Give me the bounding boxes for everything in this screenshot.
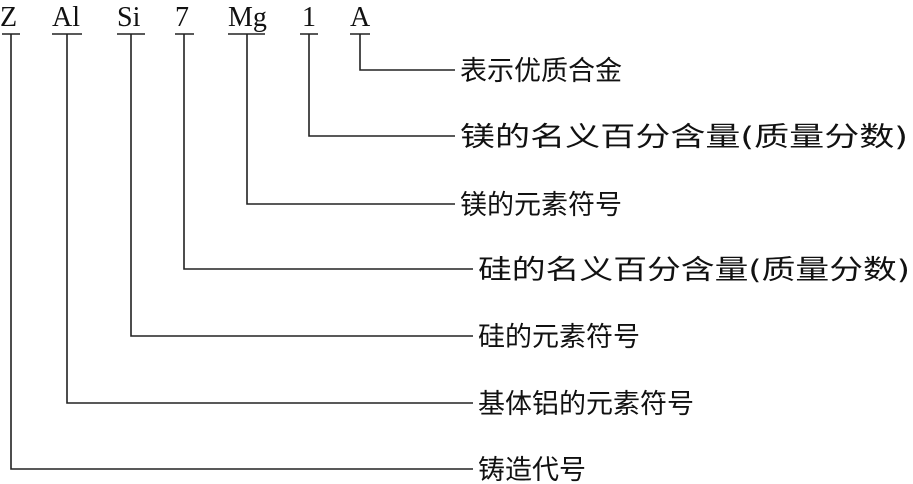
label-si-content: 硅的名义百分含量(质量分数) [478,255,910,286]
leader-7 [183,34,473,270]
leader-1 [308,34,455,137]
leader-al [66,34,473,404]
leader-si [130,34,473,337]
leader-z [10,34,473,470]
code-mg: Mg [228,2,267,33]
label-zhu: 铸造代号 [478,455,586,484]
code-7: 7 [175,2,189,33]
leader-a [359,34,455,71]
label-mg-content: 镁的名义百分含量(质量分数) [460,122,908,153]
code-si: Si [117,2,141,33]
code-1: 1 [302,2,316,33]
leader-mg [246,34,455,205]
code-a: A [350,2,371,33]
label-mg: 镁的元素符号 [460,190,622,221]
label-si: 硅的元素符号 [478,322,640,353]
code-z: Z [0,2,17,33]
code-al: Al [52,2,80,33]
label-al: 基体铝的元素符号 [478,389,694,420]
label-quality: 表示优质合金 [460,56,622,87]
